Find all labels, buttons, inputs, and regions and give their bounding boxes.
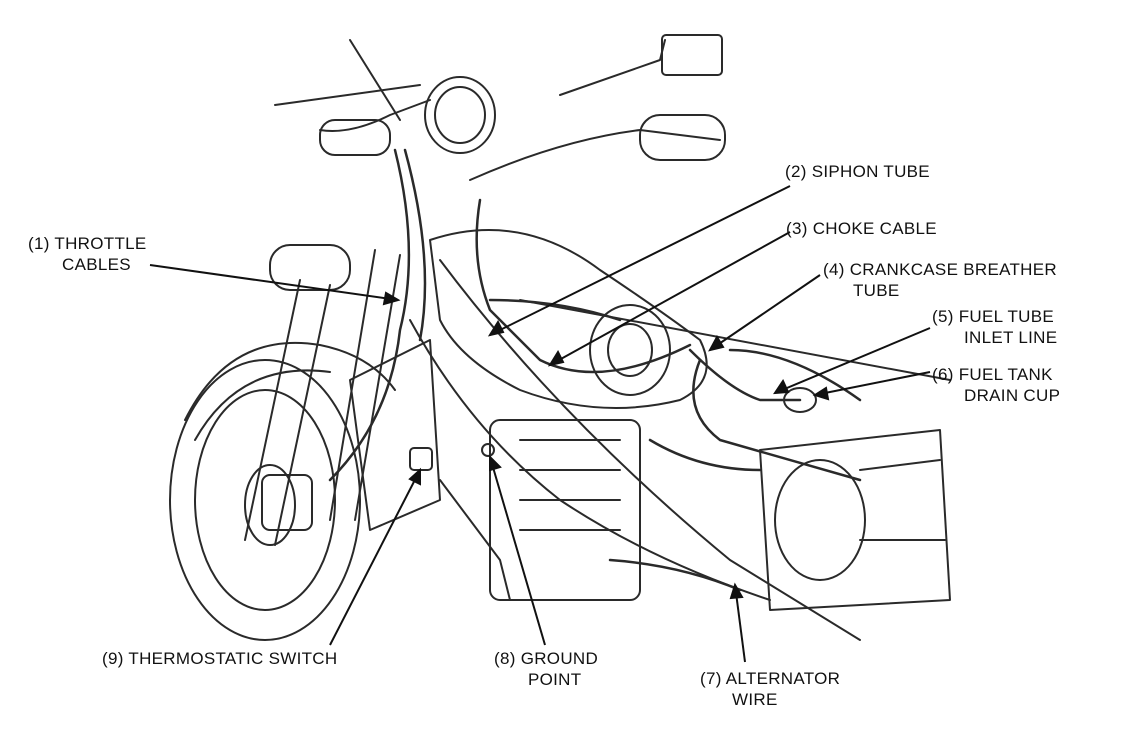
fuel-tank [429,229,708,409]
label-fuel-tube-inlet-line1: (5) FUEL TUBE [932,307,1054,326]
label-alternator-wire-line2: WIRE [732,690,778,709]
label-throttle-cables: (1) THROTTLE CABLES [28,233,147,275]
label-throttle-cables-line1: (1) THROTTLE [28,234,147,253]
cable-routing [328,148,862,592]
arrowhead-alternator-wire [729,582,744,600]
fuel-tank-drain-cup-part [783,387,817,413]
label-fuel-tube-inlet-line: (5) FUEL TUBE INLET LINE [932,306,1057,348]
label-siphon-tube-line1: (2) SIPHON TUBE [785,162,930,181]
label-crankcase-breather-line1: (4) CRANKCASE BREATHER [823,260,1057,279]
front-wheel [169,359,361,641]
label-crankcase-breather-line2: TUBE [853,281,900,300]
leader-line-siphon-tube [489,185,791,336]
frame-top-tube [519,299,951,381]
ground-point-part [481,443,495,457]
label-choke-cable: (3) CHOKE CABLE [786,218,937,239]
label-fuel-tube-inlet-line2: INLET LINE [964,328,1058,347]
leader-line-choke-cable [549,231,791,366]
label-ground-point: (8) GROUND POINT [494,648,598,690]
rear-frame [759,429,951,611]
label-ground-point-line1: (8) GROUND [494,649,599,668]
frame-main-tube [439,259,861,641]
arrowhead-ground-point [489,454,502,472]
leader-line-crankcase-breather [709,274,821,351]
label-fuel-tank-drain-cup: (6) FUEL TANK DRAIN CUP [932,364,1060,406]
carburetor [589,304,671,396]
leader-line-thermostatic-switch [329,469,421,646]
label-siphon-tube: (2) SIPHON TUBE [785,161,930,182]
leader-line-fuel-tank-drain-cup [814,371,931,396]
label-thermostatic-switch: (9) THERMOSTATIC SWITCH [102,648,337,669]
label-alternator-wire: (7) ALTERNATOR WIRE [700,668,840,710]
label-choke-cable-line1: (3) CHOKE CABLE [786,219,937,238]
leader-line-ground-point [489,456,546,646]
label-alternator-wire-line1: (7) ALTERNATOR [700,669,841,688]
label-crankcase-breather-tube: (4) CRANKCASE BREATHER TUBE [823,259,1057,301]
arrowhead-siphon-tube [487,319,505,337]
arrowhead-fuel-tank-drain-cup [812,386,830,401]
arrowhead-throttle-cables [382,291,401,306]
arrowhead-thermostatic-switch [408,467,421,486]
instrument-cluster [424,76,496,154]
headlight [269,244,351,291]
arrowhead-fuel-tube-inlet [773,378,790,395]
leader-line-fuel-tube-inlet [774,327,931,394]
arrowhead-crankcase-breather [708,334,725,352]
engine [349,339,641,601]
front-fender-lower [194,369,331,441]
arrowhead-choke-cable [547,349,565,367]
frame-lower-tube [409,319,771,601]
handlebar-right [469,34,726,181]
thermostatic-switch-part [409,447,433,471]
handlebar-left [274,39,431,156]
label-ground-point-line2: POINT [528,670,582,689]
label-fuel-tank-drain-cup-line2: DRAIN CUP [964,386,1061,405]
label-fuel-tank-drain-cup-line1: (6) FUEL TANK [932,365,1053,384]
label-thermostatic-switch-line1: (9) THERMOSTATIC SWITCH [102,649,338,668]
label-throttle-cables-line2: CABLES [62,255,131,274]
front-fork [244,249,401,546]
leader-line-throttle-cables [149,264,399,301]
